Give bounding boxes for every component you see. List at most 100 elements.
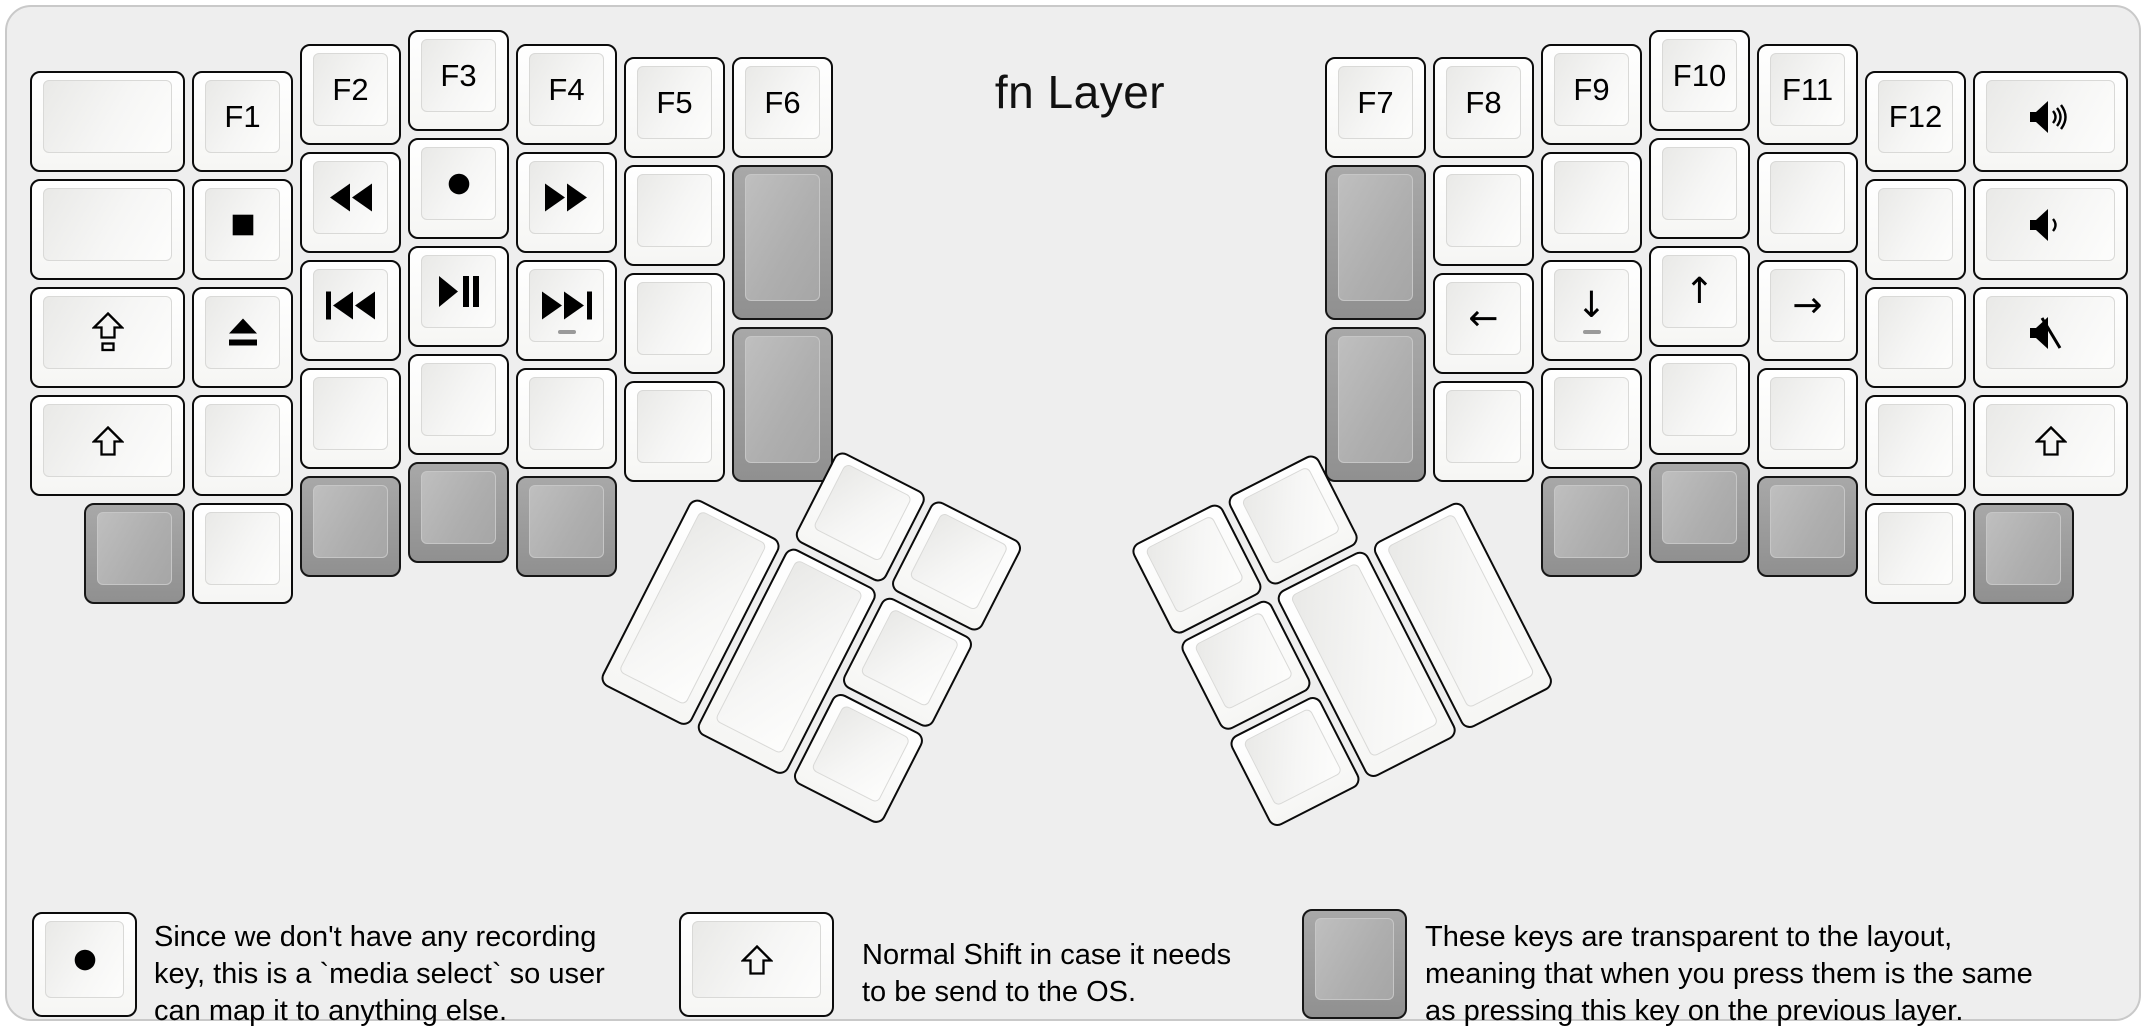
key-transparent[interactable] — [1541, 476, 1642, 577]
key-blank[interactable] — [1757, 368, 1858, 469]
key-transparent[interactable] — [1757, 476, 1858, 577]
key-f1[interactable]: F1 — [192, 71, 293, 172]
arrow-right-icon: → — [1792, 284, 1823, 326]
key-label: F3 — [440, 57, 477, 93]
legend-text-line: can map it to anything else. — [154, 995, 508, 1027]
key-label: F5 — [656, 84, 693, 120]
key-volume-up[interactable] — [1973, 71, 2128, 172]
key-shift-left[interactable] — [30, 395, 185, 496]
key-volume-down[interactable] — [1973, 179, 2128, 280]
key-blank[interactable] — [1865, 503, 1966, 604]
key-blank[interactable] — [1649, 354, 1750, 455]
key-transparent[interactable] — [84, 503, 185, 604]
key-arrow-down[interactable]: ↓ — [1541, 260, 1642, 361]
arrow-left-icon: ← — [1468, 297, 1499, 339]
key-arrow-right[interactable]: → — [1757, 260, 1858, 361]
key-transparent[interactable] — [516, 476, 617, 577]
key-blank[interactable] — [624, 381, 725, 482]
key-blank[interactable] — [1433, 381, 1534, 482]
key-record[interactable] — [408, 138, 509, 239]
keycap — [205, 188, 280, 261]
key-transparent[interactable] — [1325, 327, 1426, 482]
key-blank[interactable] — [516, 368, 617, 469]
key-blank[interactable] — [1541, 368, 1642, 469]
key-blank[interactable] — [624, 273, 725, 374]
key-blank[interactable] — [1865, 287, 1966, 388]
keycap: F5 — [637, 66, 712, 139]
key-transparent[interactable] — [1973, 503, 2074, 604]
keycap — [313, 377, 388, 450]
key-label: F8 — [1465, 84, 1502, 120]
legend-text-line: key, this is a `media select` so user — [154, 958, 605, 990]
key-blank[interactable] — [30, 179, 185, 280]
key-f2[interactable]: F2 — [300, 44, 401, 145]
keycap — [529, 485, 604, 558]
legend-key-transparent[interactable] — [1302, 909, 1407, 1019]
key-prev-track[interactable] — [300, 260, 401, 361]
key-f12[interactable]: F12 — [1865, 71, 1966, 172]
keycap — [43, 80, 172, 153]
keycap — [1338, 336, 1413, 463]
keycap — [1878, 512, 1953, 585]
key-blank[interactable] — [1649, 138, 1750, 239]
key-f5[interactable]: F5 — [624, 57, 725, 158]
key-arrow-up[interactable]: ↑ — [1649, 246, 1750, 347]
key-next-track[interactable] — [516, 260, 617, 361]
keycap — [1554, 377, 1629, 450]
keycap — [810, 704, 911, 804]
key-shift-right[interactable] — [1973, 395, 2128, 496]
key-blank[interactable] — [408, 354, 509, 455]
key-f10[interactable]: F10 — [1649, 30, 1750, 131]
key-f6[interactable]: F6 — [732, 57, 833, 158]
key-f9[interactable]: F9 — [1541, 44, 1642, 145]
key-f7[interactable]: F7 — [1325, 57, 1426, 158]
keycap — [43, 188, 172, 261]
keycap: F11 — [1770, 53, 1845, 126]
keycap — [1986, 188, 2115, 261]
key-blank[interactable] — [1541, 152, 1642, 253]
legend-key-record[interactable] — [32, 912, 137, 1017]
key-rewind[interactable] — [300, 152, 401, 253]
keycap — [1878, 188, 1953, 261]
key-f8[interactable]: F8 — [1433, 57, 1534, 158]
key-transparent[interactable] — [300, 476, 401, 577]
keycap — [1240, 466, 1341, 566]
key-f3[interactable]: F3 — [408, 30, 509, 131]
keycap — [1554, 161, 1629, 234]
key-playpause[interactable] — [408, 246, 509, 347]
key-arrow-left[interactable]: ← — [1433, 273, 1534, 374]
keycap: F10 — [1662, 39, 1737, 112]
next-track-icon — [541, 291, 592, 320]
key-fastforward[interactable] — [516, 152, 617, 253]
key-blank[interactable] — [192, 503, 293, 604]
key-f11[interactable]: F11 — [1757, 44, 1858, 145]
key-mute[interactable] — [1973, 287, 2128, 388]
legend-key-shift[interactable] — [679, 912, 834, 1017]
keycap — [1662, 363, 1737, 436]
volume-up-icon — [2029, 100, 2067, 133]
keycap — [1662, 147, 1737, 220]
key-capslock[interactable] — [30, 287, 185, 388]
key-blank[interactable] — [1865, 179, 1966, 280]
key-blank[interactable] — [1433, 165, 1534, 266]
key-eject[interactable] — [192, 287, 293, 388]
key-blank[interactable] — [1757, 152, 1858, 253]
key-transparent[interactable] — [1649, 462, 1750, 563]
key-blank[interactable] — [30, 71, 185, 172]
key-transparent[interactable] — [1325, 165, 1426, 320]
key-transparent[interactable] — [732, 327, 833, 482]
key-transparent[interactable] — [408, 462, 509, 563]
keycap — [1554, 485, 1629, 558]
key-f4[interactable]: F4 — [516, 44, 617, 145]
key-blank[interactable] — [192, 395, 293, 496]
keycap — [745, 174, 820, 301]
key-blank[interactable] — [1865, 395, 1966, 496]
keycap — [529, 161, 604, 234]
key-stop[interactable] — [192, 179, 293, 280]
keycap — [1242, 707, 1343, 807]
keycap — [859, 608, 960, 708]
shift-icon — [740, 944, 773, 975]
key-blank[interactable] — [624, 165, 725, 266]
key-blank[interactable] — [300, 368, 401, 469]
key-transparent[interactable] — [732, 165, 833, 320]
